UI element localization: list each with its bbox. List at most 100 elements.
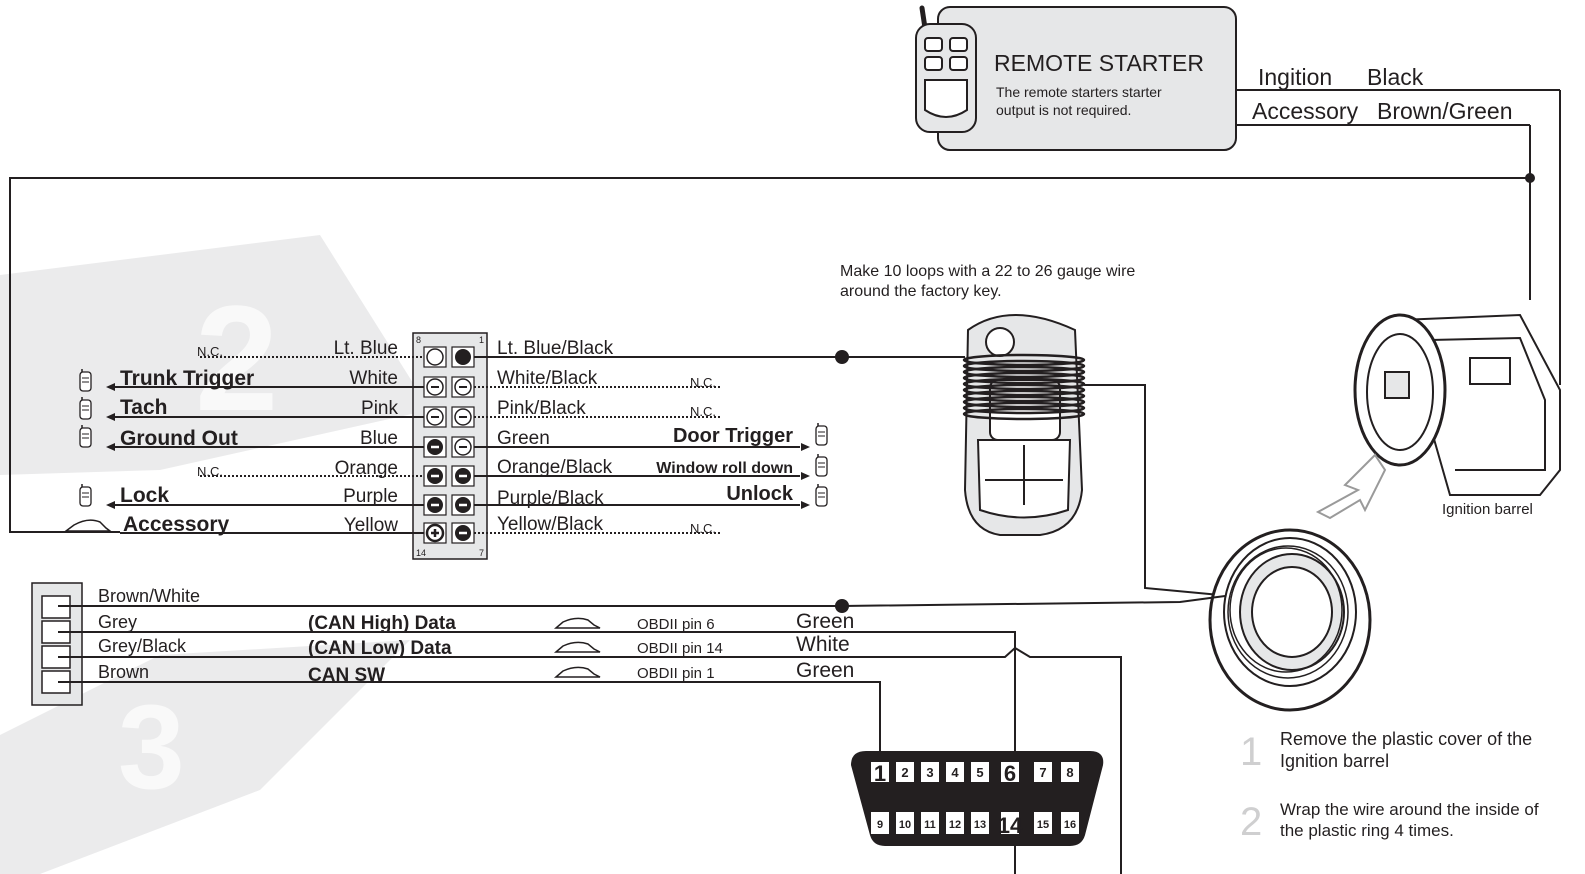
obd-pin-number: 11 [924, 819, 936, 831]
obd-pin-number: 14 [998, 813, 1023, 838]
can-wire-color: Grey/Black [98, 636, 187, 656]
remote-starter-title: REMOTE STARTER [994, 50, 1204, 76]
arrow-head [106, 383, 115, 391]
wire-loops [962, 353, 1086, 421]
obd-pin-label: OBDII pin 1 [637, 665, 715, 682]
obd-pin-number: 13 [974, 819, 986, 831]
left-wire-rows: Lt. Blue White Pink Blue Orange Purple Y… [120, 338, 398, 536]
right-function-label: Unlock [726, 483, 794, 505]
right-wire-rows: Lt. Blue/Black White/Black Pink/Black Gr… [497, 338, 794, 536]
arrow-head [801, 472, 810, 480]
right-nc-label: N.C. [690, 404, 716, 419]
obd-pin-socket [1034, 812, 1052, 834]
loop-note-line1: Make 10 loops with a 22 to 26 gauge wire [840, 263, 1135, 280]
car-icon [63, 519, 113, 532]
right-wire-color: White/Black [497, 368, 598, 389]
obd-pin-socket [871, 812, 889, 834]
remote-fob-icon [915, 5, 977, 133]
left-wire-color: Blue [360, 428, 398, 449]
obd-pin-socket [1061, 812, 1079, 834]
left-wire-color: Yellow [344, 515, 399, 536]
obd-pin-number: 5 [976, 765, 983, 780]
step-number: 1 [1240, 730, 1262, 774]
left-wire-color: Orange [335, 458, 398, 479]
obd-pin-number: 2 [901, 765, 908, 780]
left-nc-label: N.C. [197, 464, 223, 479]
pin-empty [426, 348, 444, 366]
step-text-line1: Wrap the wire around the inside of [1280, 800, 1539, 819]
obd-pin-socket [1034, 762, 1052, 782]
obd-pin-number: 8 [1066, 765, 1073, 780]
connector-pins [423, 346, 475, 544]
fob-icons [79, 369, 828, 507]
step-text-line1: Remove the plastic cover of the [1280, 729, 1532, 749]
remote-starter-note-line1: The remote starters starter [996, 84, 1162, 100]
obd-pin-number: 12 [949, 819, 961, 831]
obd-pin-socket [896, 762, 914, 782]
can-wire-color: Grey [98, 612, 137, 632]
step-text-line2: the plastic ring 4 times. [1280, 821, 1454, 840]
remote-starter-note-line2: output is not required. [996, 102, 1131, 118]
can-rows: Brown/White Grey Grey/Black Brown (CAN H… [98, 586, 854, 686]
plastic-ring-icon [1208, 528, 1372, 712]
can-connector [31, 582, 83, 706]
arrow-head [106, 443, 115, 451]
arrow-head [106, 413, 115, 421]
pin-number-8: 8 [416, 335, 421, 345]
pin-dot [455, 349, 471, 365]
accessory-output-label: Accessory [1252, 98, 1359, 124]
disassembly-arrow-icon [1315, 453, 1387, 520]
right-wire-color: Yellow/Black [497, 514, 603, 535]
obd-pin-number: 9 [877, 819, 883, 831]
right-function-label: Door Trigger [673, 425, 793, 447]
watermark-band-3 [0, 640, 410, 874]
obd-pin-number: 4 [951, 765, 959, 780]
left-function-label: Ground Out [120, 427, 238, 450]
obd-pin-socket [921, 812, 939, 834]
ignition-output-label: Ingition [1258, 64, 1332, 90]
obd-wire-color: Green [796, 610, 854, 633]
connector-wires [106, 350, 965, 534]
obd-pin-socket [971, 812, 989, 834]
left-wire-color: Lt. Blue [334, 338, 398, 359]
left-wire-color: Pink [361, 398, 398, 419]
obd-pin-number: 1 [874, 761, 886, 786]
left-function-label: Trunk Trigger [120, 367, 254, 390]
can-wire-color: Brown [98, 662, 149, 682]
arrow-head [106, 501, 115, 509]
accessory-output-color: Brown/Green [1377, 98, 1513, 124]
can-signal-label: CAN SW [308, 665, 385, 686]
obd-pin-socket [1001, 812, 1019, 834]
right-wire-color: Pink/Black [497, 398, 586, 419]
watermark-number-3: 3 [118, 680, 185, 814]
can-signal-label: (CAN High) Data [308, 613, 456, 634]
right-wire-color: Orange/Black [497, 457, 613, 478]
obd-pin-socket [1061, 762, 1079, 782]
ignition-barrel-icon [1353, 313, 1561, 496]
arrow-head [801, 501, 810, 509]
obd-pin-label: OBDII pin 14 [637, 640, 723, 657]
obd-pin-socket [921, 762, 939, 782]
watermark-band-2 [0, 235, 430, 475]
right-nc-label: N.C. [690, 521, 716, 536]
pin-number-7: 7 [479, 548, 484, 558]
left-wire-color: White [349, 368, 398, 389]
right-nc-label: N.C. [690, 375, 716, 390]
obd-pin-number: 7 [1039, 765, 1046, 780]
can-car-icons [553, 617, 601, 678]
pin-number-14: 14 [416, 548, 426, 558]
arrow-head [801, 443, 810, 451]
can-wire-color: Brown/White [98, 586, 200, 606]
obd-pin-socket [946, 812, 964, 834]
obd-wire-color: White [796, 633, 850, 656]
step-number: 2 [1240, 800, 1262, 844]
right-function-label: Window roll down [656, 460, 793, 477]
obd-wire-color: Green [796, 659, 854, 682]
right-wire-color: Green [497, 428, 550, 449]
ignition-barrel-label: Ignition barrel [1442, 501, 1533, 518]
left-function-label: Lock [120, 484, 169, 507]
pin-number-1: 1 [479, 335, 484, 345]
right-wire-color: Purple/Black [497, 488, 604, 509]
